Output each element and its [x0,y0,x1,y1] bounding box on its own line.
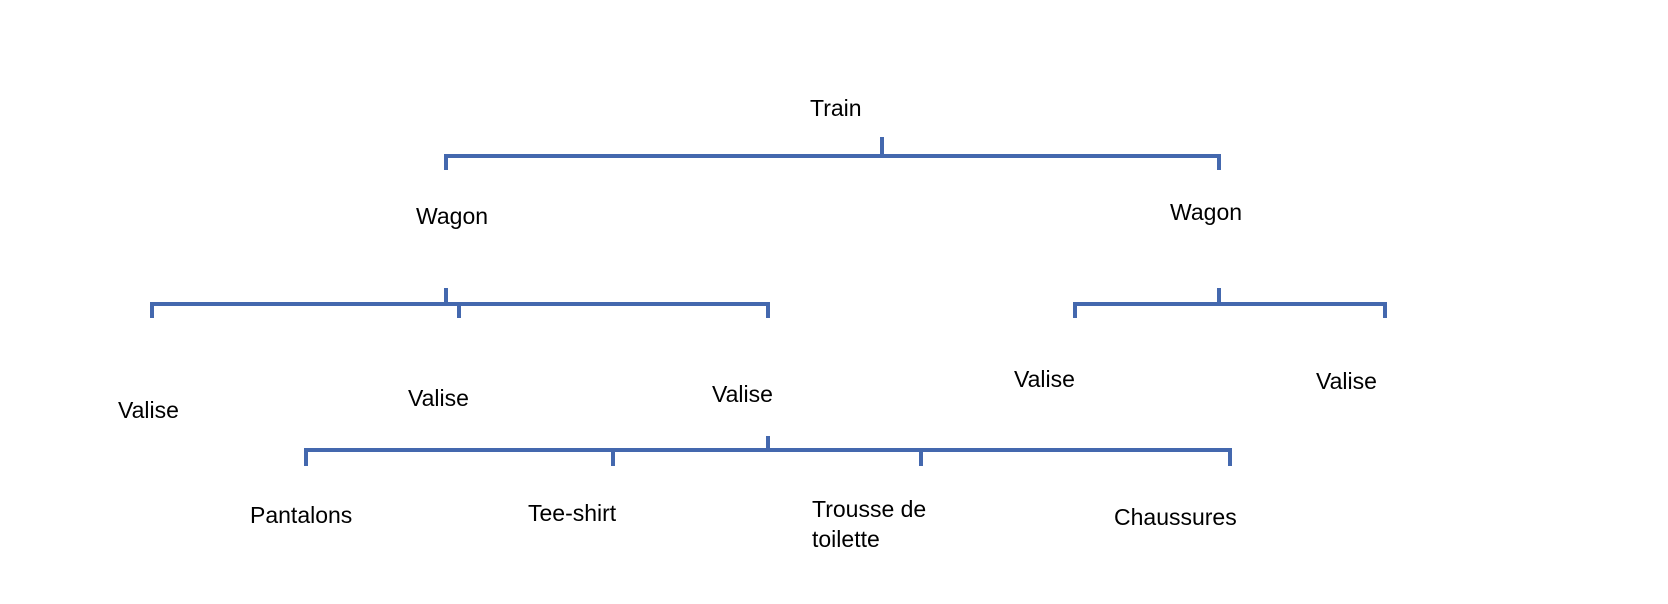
node-valise-1: Valise [118,397,179,423]
node-wagon-right: Wagon [1170,199,1243,225]
node-tee-shirt: Tee-shirt [528,500,617,526]
node-wagon-left: Wagon [416,203,489,229]
connector-group [150,137,1387,466]
node-trousse-de-toilette: Trousse de toilette [812,496,927,552]
node-chaussures: Chaussures [1114,504,1237,530]
node-pantalons: Pantalons [250,502,353,528]
node-valise-5: Valise [1316,368,1377,394]
connector-wagon-left-to-valises [150,288,770,318]
node-valise-2: Valise [408,385,469,411]
connector-wagon-right-to-valises [1073,288,1387,318]
node-train: Train [810,95,862,121]
connector-valise-to-items [304,436,1232,466]
connector-train-to-wagons [444,137,1221,170]
node-valise-4: Valise [1014,366,1075,392]
node-valise-3: Valise [712,381,773,407]
